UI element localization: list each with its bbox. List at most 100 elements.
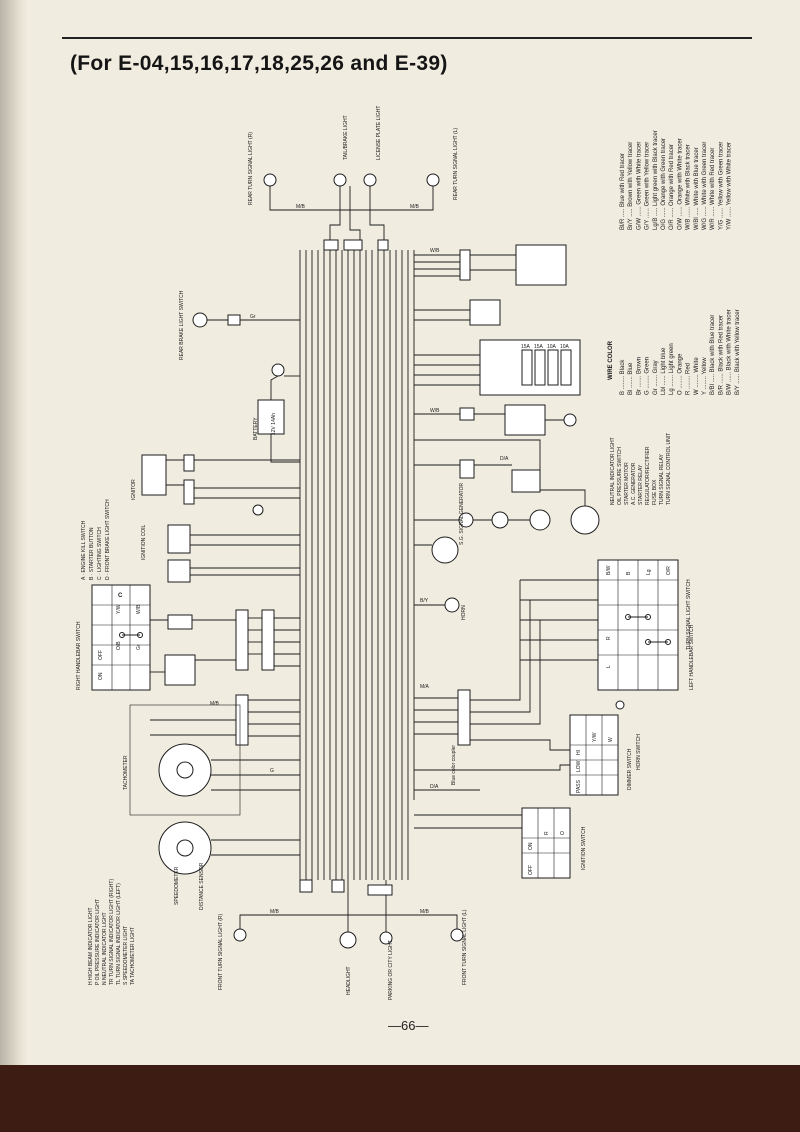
horn-label: HORN (461, 605, 467, 620)
dimmer-w: W (608, 737, 614, 742)
blue-coupler-label: Blue color coupler (451, 745, 457, 785)
wire-tag-g: G (270, 768, 274, 774)
left-handlebar-switch: B/W B Lg O/R R L LEFT HANDLEBAR SWITCH T… (470, 559, 695, 725)
wire-color-entry: Lbl ...... Light blue (661, 347, 667, 395)
ignition-coil-label: IGNITION COIL (141, 525, 147, 561)
wire-color-entry: R ........ Red (686, 363, 692, 395)
legend-turn-relay: TURN SIGNAL RELAY (659, 453, 665, 505)
front-turn-right-label: FRONT TURN SIGNAL LIGHT (R) (218, 913, 224, 990)
legend-regulator: REGULATOR/RECTIFIER (645, 446, 651, 505)
starter-relay (511, 469, 541, 493)
wire-color-entry: B/Bl ..... Black with Blue tracer (710, 315, 716, 395)
manual-page (0, 0, 800, 1065)
page-number: —66— (388, 1018, 429, 1033)
wire-color-entry: B/R ...... Black with Red tracer (718, 315, 724, 395)
horn-icon (444, 597, 460, 613)
rear-connector-2 (343, 239, 363, 251)
generator-connector (459, 459, 475, 479)
ignition-system: IGNITOR IGNITION COIL (131, 454, 300, 583)
wire-color-entry: B ........ Black (620, 359, 626, 395)
left-upper-electrics: REAR BRAKE LIGHT SWITCH BATTERY 12V 14Ah (179, 290, 300, 463)
book-spine-shadow (0, 0, 28, 1065)
battery (257, 399, 285, 435)
wire-color-entry: O/W ...... Orange with White tracer (677, 138, 683, 230)
wire-tag-mb5: M/B (420, 909, 430, 915)
ignitor-label: IGNITOR (131, 479, 137, 500)
wire-tag-mb2: M/B (410, 204, 420, 210)
rh-cell-yw: Y/W (116, 604, 122, 614)
wire-tag-mb: M/B (296, 204, 306, 210)
rh-cell-off: OFF (98, 650, 104, 660)
lh-cell-bw: B/W (606, 565, 612, 575)
wire-color-entry: B/Y ...... Black with Yellow tracer (735, 309, 741, 395)
starter-motor-icon (570, 505, 600, 535)
scan-background-band (0, 1065, 800, 1132)
main-harness-trunk (299, 250, 415, 880)
wire-tag-gr: Gr (250, 314, 256, 320)
legend-oil-pressure: P OIL PRESSURE INDICATOR LIGHT (95, 899, 101, 985)
wire-color-entry: Y ........ Yellow (702, 357, 708, 395)
wire-tag-da2: D/A (430, 784, 439, 790)
blue-color-coupler (457, 689, 471, 746)
battery-rating: 12V 14Ah (271, 413, 277, 435)
signal-generator-icon (431, 536, 459, 564)
wire-tag-wb: W/B (430, 248, 440, 254)
wire-tags: M/B M/B W/B Gr W/B D/A B/Y M/B G D/A M/B… (210, 204, 509, 915)
wire-color-entry: W/Bl ..... White with Blue tracer (694, 147, 700, 230)
rh-c-letter: C (118, 593, 123, 599)
wire-tag-by: B/Y (420, 598, 429, 604)
ground-terminal-icon (563, 413, 577, 427)
wire-color-entry: W/G ...... White with Green tracer (702, 142, 708, 230)
rear-turn-right-bulb (263, 173, 277, 187)
turn-signal-relay (469, 299, 501, 326)
wire-color-heading: WIRE COLOR (608, 340, 614, 380)
page-title: (For E-04,15,16,17,18,25,26 and E-39) (70, 52, 448, 75)
wire-color-entry: Y/G ...... Yellow with Green tracer (718, 142, 724, 230)
battery-fuse-icon (271, 363, 285, 377)
rear-brake-switch-label: REAR BRAKE LIGHT SWITCH (179, 290, 185, 360)
tail-brake-label: TAIL/BRAKE LIGHT (343, 115, 349, 160)
rear-turn-left-bulb (426, 173, 440, 187)
component-legend: NEUTRAL INDICATOR LIGHT OIL PRESSURE SWI… (610, 433, 672, 505)
lh-cell-b: B (626, 571, 632, 575)
wire-color-entry: Bl/R ..... Blue with Red tracer (620, 153, 626, 230)
wire-color-entry: W ........ White (694, 357, 700, 395)
rear-turn-right-label: REAR TURN SIGNAL LIGHT (R) (248, 132, 254, 205)
wire-color-entry: Br/Y ..... Brown with Yellow tracer (628, 142, 634, 230)
lh-cell-l: L (606, 665, 612, 668)
dimmer-switch-label: DIMMER SWITCH (627, 748, 633, 790)
ignition-switch: OFF ON R O IGNITION SWITCH (414, 789, 587, 879)
wire-color-entry: Bl ....... Blue (628, 362, 634, 395)
legend-front-brake: D · FRONT BRAKE LIGHT SWITCH (105, 499, 111, 580)
right-handlebar-switch: Y/W W/B O/B Gr ON OFF RIGHT HANDLEBAR SW… (76, 584, 236, 691)
right-handlebar-switch-label: RIGHT HANDLEBAR SWITCH (76, 621, 82, 690)
wire-tag-da: D/A (500, 456, 509, 462)
wire-color-entry: Lg/B ..... Light green with Black tracer (653, 130, 659, 230)
legend-neutral-light: NEUTRAL INDICATOR LIGHT (610, 437, 616, 505)
fuse-cells: 15A 15A 10A 10A (521, 344, 572, 386)
header-rule (62, 37, 752, 39)
legend-starter-motor: STARTER MOTOR (624, 462, 630, 505)
wire-color-entry: W/B ...... White with Black tracer (686, 144, 692, 230)
wire-tag-mb3: M/B (210, 701, 220, 707)
rh-cell-gr: Gr (136, 644, 142, 650)
legend-tachometer-light: TA TACHOMETER LIGHT (130, 927, 136, 985)
dimmer-horn-switch: HORN SWITCH HI LOW PASS Y/W W DIMMER SWI… (414, 700, 642, 796)
dimmer-hi: HI (576, 750, 582, 755)
lh-cell-lg: Lg (646, 569, 652, 575)
wire-color-entry: Br ....... Brown (636, 357, 642, 395)
control-unit-connector (459, 249, 471, 281)
fuse-rating-3: 10A (547, 344, 557, 350)
horn-switch-label: HORN SWITCH (636, 734, 642, 770)
wire-color-entry: G/W ...... Green with White tracer (636, 142, 642, 230)
tachometer-label: TACHOMETER (123, 755, 129, 790)
wire-color-entry: Lg ....... Light green (669, 343, 675, 395)
fuse-rating-2: 15A (534, 344, 544, 350)
wire-tag-mb4: M/B (270, 909, 280, 915)
reg-connector (459, 407, 475, 421)
right-switch-legend: A · ENGINE KILL SWITCH B · STARTER BUTTO… (81, 499, 111, 580)
ign-off: OFF (528, 865, 534, 875)
turn-signal-control-unit (515, 244, 567, 286)
ignitor-ground-icon (252, 504, 264, 516)
